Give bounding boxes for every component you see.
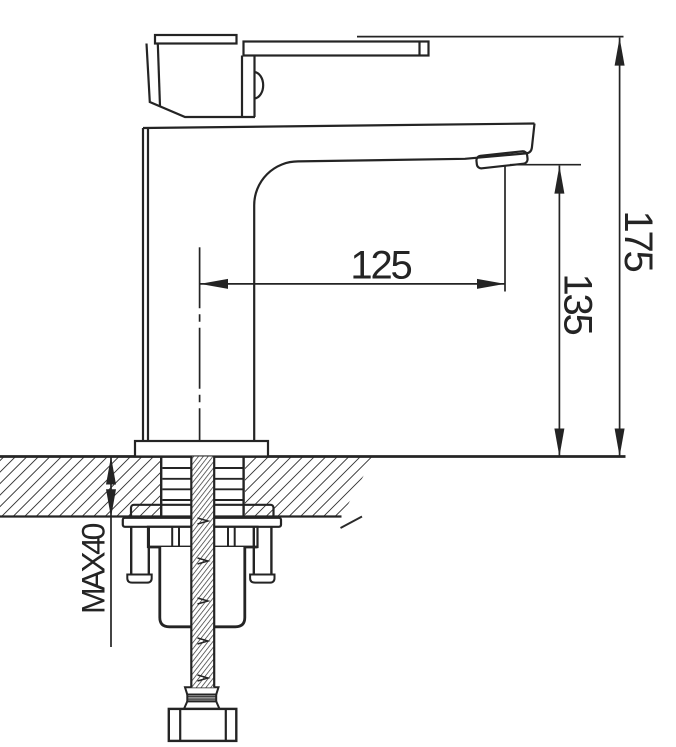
rod-barrel-rings (186, 693, 218, 703)
dim-125 (200, 166, 506, 292)
dim-125-left-arrow (200, 278, 228, 289)
handle-body-outline (145, 43, 255, 119)
dim-175 (357, 35, 625, 457)
dim-125-label: 125 (350, 243, 411, 287)
dim-135-bottom-arrow (554, 428, 565, 457)
collar-slots (171, 526, 236, 546)
rod-end-cap (183, 686, 220, 696)
hatch-stray-stroke (340, 515, 363, 529)
handle-pivot-arc (254, 70, 265, 100)
dim-135-label: 135 (556, 273, 600, 334)
mounting-bolts (129, 526, 273, 575)
mounting-hardware (121, 456, 283, 743)
dim-175-bottom-arrow (614, 428, 625, 457)
right-bolt-foot (249, 573, 276, 584)
handle-body-inner-edge (156, 43, 162, 107)
dim-max40-label: MAX40 (76, 523, 112, 614)
aerator (475, 150, 529, 170)
dim-135-top-arrow (554, 165, 565, 194)
dim-135 (510, 163, 581, 457)
dim-175-label: 175 (616, 210, 660, 271)
base-plate (133, 439, 270, 458)
left-bolt-foot (126, 573, 153, 584)
threaded-rod-threads (191, 456, 215, 688)
spout-top-line (142, 122, 535, 130)
dim-175-top-arrow (614, 37, 625, 66)
dim-max40-down-arrow (106, 489, 116, 518)
handle-lever-bar (242, 40, 430, 57)
handle-top-cap (153, 33, 238, 45)
rod-thread-chevrons (197, 517, 211, 682)
dim-max40 (106, 456, 116, 647)
spout-underside-outline (253, 123, 536, 441)
dim-max40-up-arrow (106, 456, 116, 485)
dimension-annotations (106, 35, 625, 647)
dim-125-right-arrow (477, 278, 505, 289)
